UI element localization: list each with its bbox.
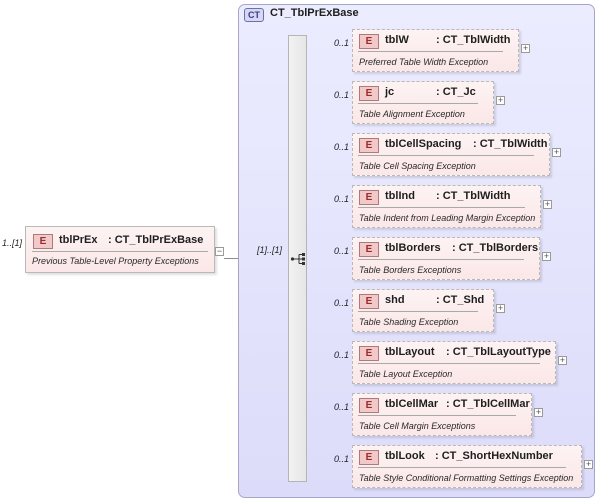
child-element-type: : CT_TblWidth	[436, 190, 511, 202]
root-element-name: tblPrEx	[59, 234, 98, 246]
element-badge-icon: E	[359, 242, 379, 257]
child-element-description: Table Cell Margin Exceptions	[359, 421, 476, 431]
child-element-type: : CT_Jc	[436, 86, 476, 98]
child-separator	[358, 363, 540, 364]
child-element-description: Table Shading Exception	[359, 317, 459, 327]
child-element-type: : CT_Shd	[436, 294, 485, 306]
child-element-description: Table Layout Exception	[359, 369, 453, 379]
child-separator	[358, 103, 478, 104]
child-element-name: tblInd	[385, 190, 415, 202]
expand-icon[interactable]: +	[496, 303, 505, 313]
child-occurrence: 0..1	[334, 350, 350, 360]
child-element-description: Table Alignment Exception	[359, 109, 465, 119]
child-separator	[358, 259, 524, 260]
expand-icon[interactable]: +	[496, 95, 505, 105]
root-element-box[interactable]: E tblPrEx : CT_TblPrExBase Previous Tabl…	[25, 226, 215, 273]
child-separator	[358, 311, 478, 312]
child-separator	[358, 155, 534, 156]
child-element-name: tblW	[385, 34, 409, 46]
child-element-type: : CT_TblWidth	[473, 138, 548, 150]
child-element-type: : CT_TblCellMar	[446, 398, 530, 410]
child-element-type: : CT_TblWidth	[436, 34, 511, 46]
child-separator	[358, 51, 503, 52]
child-occurrence: 0..1	[334, 402, 350, 412]
child-element-name: shd	[385, 294, 405, 306]
child-separator	[358, 467, 566, 468]
child-element-name: tblBorders	[385, 242, 441, 254]
child-element-name: tblCellMar	[385, 398, 439, 410]
child-element-type: : CT_TblLayoutType	[446, 346, 551, 358]
expand-icon[interactable]: +	[543, 199, 552, 209]
child-element-description: Table Indent from Leading Margin Excepti…	[359, 213, 536, 223]
complex-type-name: CT_TblPrExBase	[270, 7, 359, 19]
element-badge-icon: E	[359, 34, 379, 49]
root-element-description: Previous Table-Level Property Exceptions	[32, 256, 199, 266]
root-separator	[32, 251, 208, 252]
element-badge-icon: E	[33, 234, 53, 249]
element-badge-icon: E	[359, 190, 379, 205]
child-element-name: tblLayout	[385, 346, 435, 358]
child-element-description: Table Style Conditional Formatting Setti…	[359, 473, 574, 483]
element-badge-icon: E	[359, 450, 379, 465]
child-occurrence: 0..1	[334, 298, 350, 308]
child-occurrence: 0..1	[334, 454, 350, 464]
root-element-type: : CT_TblPrExBase	[108, 234, 204, 246]
element-badge-icon: E	[359, 86, 379, 101]
child-occurrence: 0..1	[334, 90, 350, 100]
expand-icon[interactable]: +	[552, 147, 561, 157]
child-element-description: Table Cell Spacing Exception	[359, 161, 476, 171]
expand-icon[interactable]: +	[534, 407, 543, 417]
element-badge-icon: E	[359, 294, 379, 309]
sequence-compositor[interactable]	[288, 35, 307, 482]
sequence-occurrence: [1]..[1]	[257, 245, 283, 255]
child-element-name: jc	[385, 86, 395, 98]
child-element-type: : CT_TblBorders	[452, 242, 539, 254]
collapse-icon[interactable]: −	[215, 246, 224, 256]
child-occurrence: 0..1	[334, 194, 350, 204]
child-occurrence: 0..1	[334, 142, 350, 152]
expand-icon[interactable]: +	[558, 355, 567, 365]
expand-icon[interactable]: +	[542, 251, 551, 261]
element-badge-icon: E	[359, 398, 379, 413]
child-separator	[358, 207, 525, 208]
expand-icon[interactable]: +	[584, 459, 593, 469]
element-badge-icon: E	[359, 138, 379, 153]
complex-type-badge-icon: CT	[244, 8, 264, 22]
root-occurrence: 1..[1]	[2, 238, 23, 248]
sequence-icon	[290, 253, 305, 265]
child-element-type: : CT_ShortHexNumber	[435, 450, 553, 462]
child-element-description: Preferred Table Width Exception	[359, 57, 489, 67]
child-element-name: tblLook	[385, 450, 425, 462]
expand-icon[interactable]: +	[521, 43, 530, 53]
child-element-description: Table Borders Exceptions	[359, 265, 462, 275]
child-separator	[358, 415, 516, 416]
child-occurrence: 0..1	[334, 38, 350, 48]
element-badge-icon: E	[359, 346, 379, 361]
child-occurrence: 0..1	[334, 246, 350, 256]
child-element-name: tblCellSpacing	[385, 138, 462, 150]
